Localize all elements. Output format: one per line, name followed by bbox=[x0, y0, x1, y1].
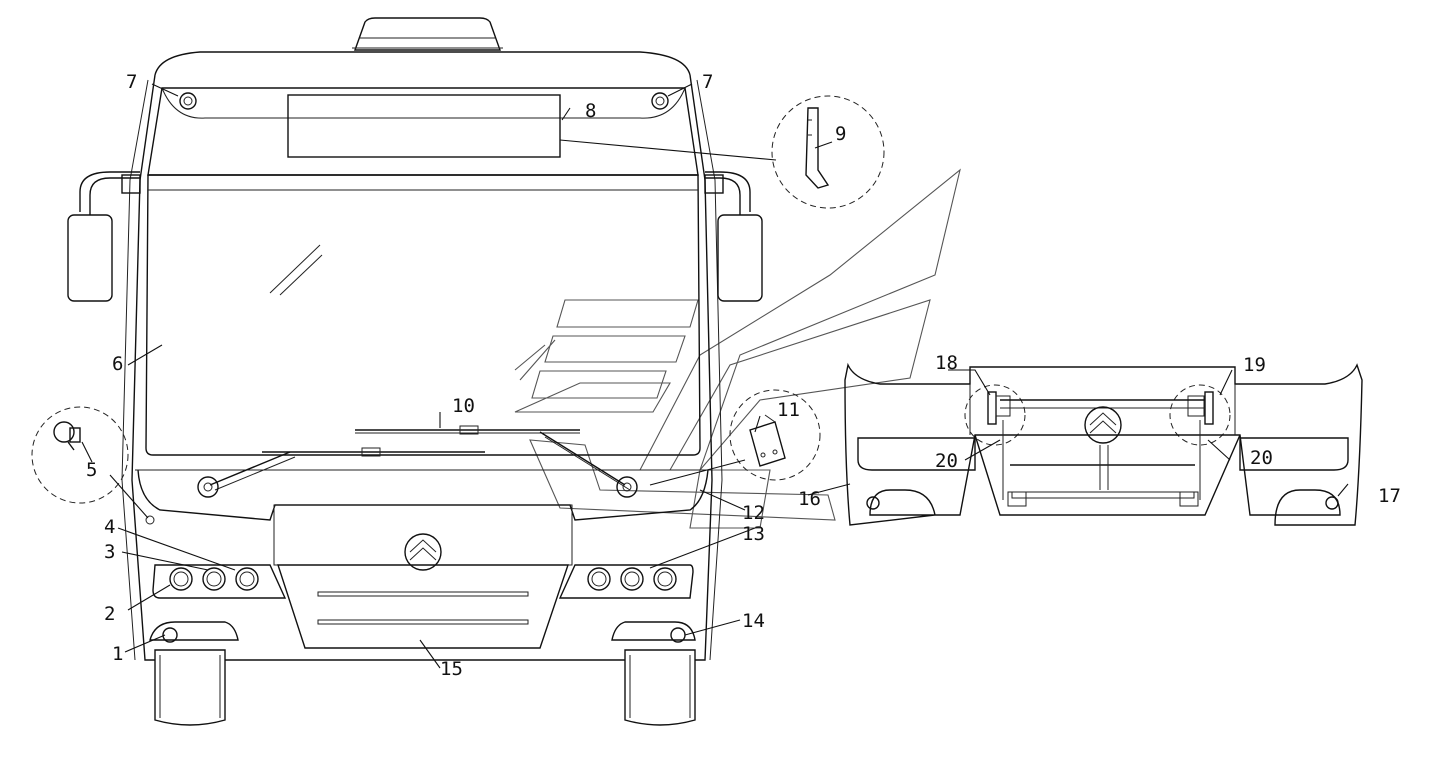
small-bolt bbox=[145, 515, 155, 525]
callout-7-right: 7 bbox=[702, 71, 713, 93]
wheel-left bbox=[154, 649, 226, 726]
callout-19: 19 bbox=[1243, 354, 1266, 376]
marker-lamp-right bbox=[651, 92, 669, 110]
callout-labels: 7 7 8 9 6 10 11 12 13 14 15 16 17 18 19 … bbox=[86, 71, 1401, 680]
detail-bumper-bracket-left bbox=[964, 384, 1026, 446]
callout-3: 3 bbox=[104, 541, 115, 563]
callout-18: 18 bbox=[935, 352, 958, 374]
callout-15: 15 bbox=[440, 658, 463, 680]
front-emblem bbox=[404, 533, 442, 571]
callout-9: 9 bbox=[835, 123, 846, 145]
callout-13: 13 bbox=[742, 523, 765, 545]
callout-11: 11 bbox=[777, 399, 800, 421]
front-bumper bbox=[844, 362, 1363, 526]
detail-bumper-bracket-right bbox=[1169, 384, 1231, 446]
detail-5 bbox=[31, 406, 129, 504]
callout-17: 17 bbox=[1378, 485, 1401, 507]
fog-lamp-right bbox=[611, 621, 696, 641]
callout-16: 16 bbox=[798, 488, 821, 510]
callout-1: 1 bbox=[112, 643, 123, 665]
callout-10: 10 bbox=[452, 395, 475, 417]
destination-sign bbox=[287, 94, 561, 158]
mirror-left bbox=[67, 171, 141, 302]
headlamp-right bbox=[558, 564, 694, 599]
callout-8: 8 bbox=[585, 100, 596, 122]
callout-5: 5 bbox=[86, 459, 97, 481]
mirror-right bbox=[704, 171, 763, 302]
marker-lamp-left bbox=[179, 92, 197, 110]
callout-14: 14 bbox=[742, 610, 765, 632]
bus-front-body bbox=[67, 17, 763, 726]
callout-6: 6 bbox=[112, 353, 123, 375]
wiper-assembly bbox=[197, 425, 638, 498]
callout-12: 12 bbox=[742, 502, 765, 524]
callout-2: 2 bbox=[104, 603, 115, 625]
wheel-right bbox=[624, 649, 696, 726]
callout-20-left: 20 bbox=[935, 450, 958, 472]
watermark-logo bbox=[514, 168, 961, 529]
windshield bbox=[145, 174, 701, 456]
callout-20-right: 20 bbox=[1250, 447, 1273, 469]
bumper-emblem bbox=[1084, 406, 1122, 444]
detail-9 bbox=[771, 95, 885, 209]
fog-lamp-left bbox=[149, 621, 239, 641]
leader-lines bbox=[81, 83, 1349, 669]
headlamp-left bbox=[152, 564, 287, 599]
callout-7-left: 7 bbox=[126, 71, 137, 93]
callout-4: 4 bbox=[104, 516, 115, 538]
detail-11 bbox=[729, 389, 821, 481]
